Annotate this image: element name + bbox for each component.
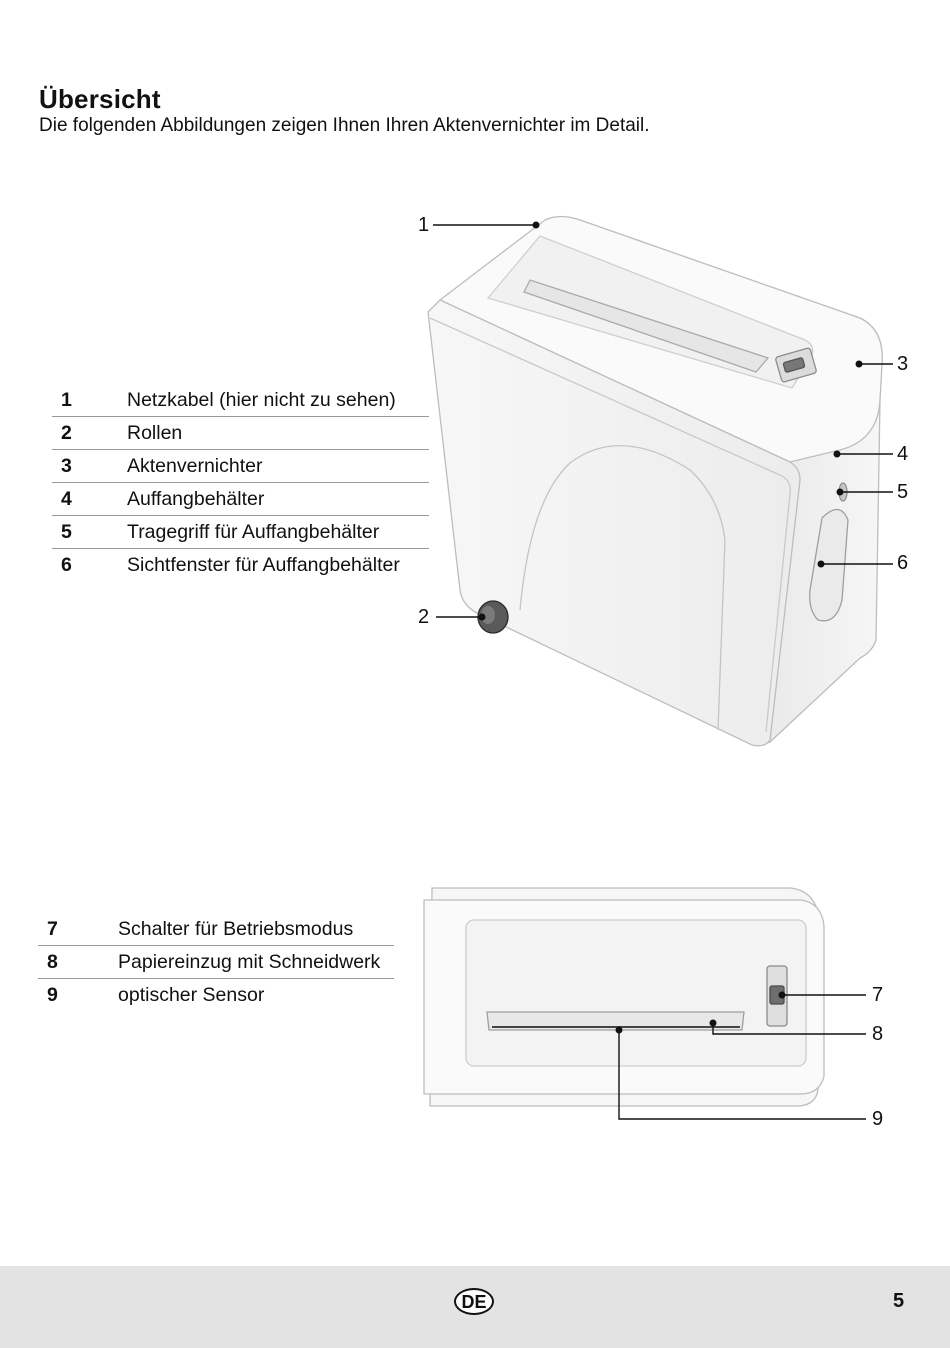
legend-number: 6: [52, 548, 127, 581]
legend-label: Schalter für Betriebsmodus: [118, 917, 354, 940]
legend-label: optischer Sensor: [118, 978, 394, 1011]
legend-number: 4: [52, 482, 127, 516]
legend-label: Auffangbehälter: [127, 482, 429, 516]
page-intro: Die folgenden Abbildungen zeigen Ihnen I…: [39, 115, 650, 136]
callout-number: 3: [897, 353, 909, 375]
callout-number: 1: [418, 214, 430, 236]
callout-number: 6: [897, 552, 909, 574]
language-badge: DE: [454, 1288, 494, 1315]
page-title: Übersicht: [39, 84, 161, 114]
legend-label: Papiereinzug mit Schneidwerk: [118, 945, 394, 979]
legend-label: Sichtfenster für Auffangbehälter: [127, 548, 429, 581]
legend-label: Aktenvernichter: [127, 449, 429, 483]
shredder-illustration: [423, 215, 893, 1120]
legend-row: 7 Schalter für Betriebsmodus: [38, 913, 394, 946]
callout-number: 9: [872, 1108, 884, 1130]
callout-leaders: [433, 221, 893, 1120]
legend-number: 3: [52, 449, 127, 483]
page-number: 5: [893, 1290, 905, 1312]
legend-label: Tragegriff für Auffangbehälter: [127, 515, 429, 549]
legend-number: 1: [61, 388, 72, 411]
callout-number: 5: [897, 481, 909, 503]
legend-label: Rollen: [127, 416, 429, 450]
legend-row: 1 Netzkabel (hier nicht zu sehen): [52, 384, 429, 417]
legend-number: 7: [47, 917, 58, 940]
legend-number: 9: [38, 978, 118, 1011]
callout-number: 8: [872, 1023, 884, 1045]
legend-label: Netzkabel (hier nicht zu sehen): [127, 388, 396, 411]
legend-number: 2: [52, 416, 127, 450]
legend-number: 5: [52, 515, 127, 549]
callout-number: 4: [897, 443, 909, 465]
shredder-perspective: [427, 215, 883, 747]
legend-number: 8: [38, 945, 118, 979]
callout-number: 7: [872, 984, 884, 1006]
shredder-top-view: [423, 887, 825, 1107]
callout-number: 2: [418, 606, 430, 628]
